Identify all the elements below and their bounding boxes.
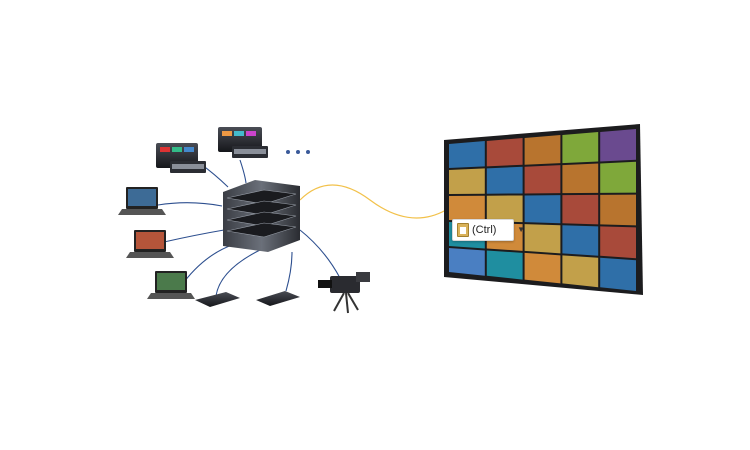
video-wall-tile: [600, 226, 636, 259]
video-wall-tile: [524, 252, 561, 284]
video-wall-tile: [562, 163, 599, 194]
ellipsis-dots-icon: [286, 150, 310, 154]
paste-options-button[interactable]: (Ctrl) ▼: [452, 219, 525, 241]
video-wall-tile: [524, 165, 561, 194]
video-wall-tile: [449, 168, 485, 194]
video-wall-tile: [486, 195, 523, 223]
set-top-box-icon: [256, 291, 300, 306]
display-cable: [299, 184, 447, 219]
video-wall-tile: [486, 250, 523, 280]
chevron-down-icon[interactable]: ▼: [517, 225, 525, 234]
video-wall-tile: [600, 257, 636, 291]
video-wall-tile: [486, 138, 523, 167]
laptop-icon: [126, 230, 174, 258]
video-wall-tile: [449, 141, 485, 168]
laptop-icon: [147, 271, 195, 299]
video-wall-tile: [562, 255, 599, 288]
video-wall-tile: [449, 248, 485, 276]
video-wall-tile: [562, 194, 599, 225]
paste-options-label: (Ctrl): [472, 224, 497, 236]
video-wall-tile: [562, 132, 599, 164]
camera-icon: [318, 272, 370, 314]
video-wall-tile: [600, 129, 636, 162]
video-wall-tile: [486, 166, 523, 194]
connection-cables: [157, 149, 341, 297]
laptop-icon: [118, 187, 166, 215]
set-top-box-icon: [195, 292, 240, 307]
server-rack-icon: [223, 180, 300, 252]
clipboard-icon: [457, 223, 469, 237]
video-wall-tile: [600, 161, 636, 193]
control-panel-icon: [218, 127, 268, 158]
video-wall-tile: [524, 135, 561, 165]
video-wall-tile: [562, 225, 599, 256]
video-wall-tile: [524, 224, 561, 254]
video-wall-tile: [600, 194, 636, 226]
video-wall-display-icon: [444, 124, 643, 295]
control-panel-icon: [156, 143, 206, 173]
video-wall-tile: [449, 195, 485, 222]
video-wall-tile: [524, 195, 561, 224]
